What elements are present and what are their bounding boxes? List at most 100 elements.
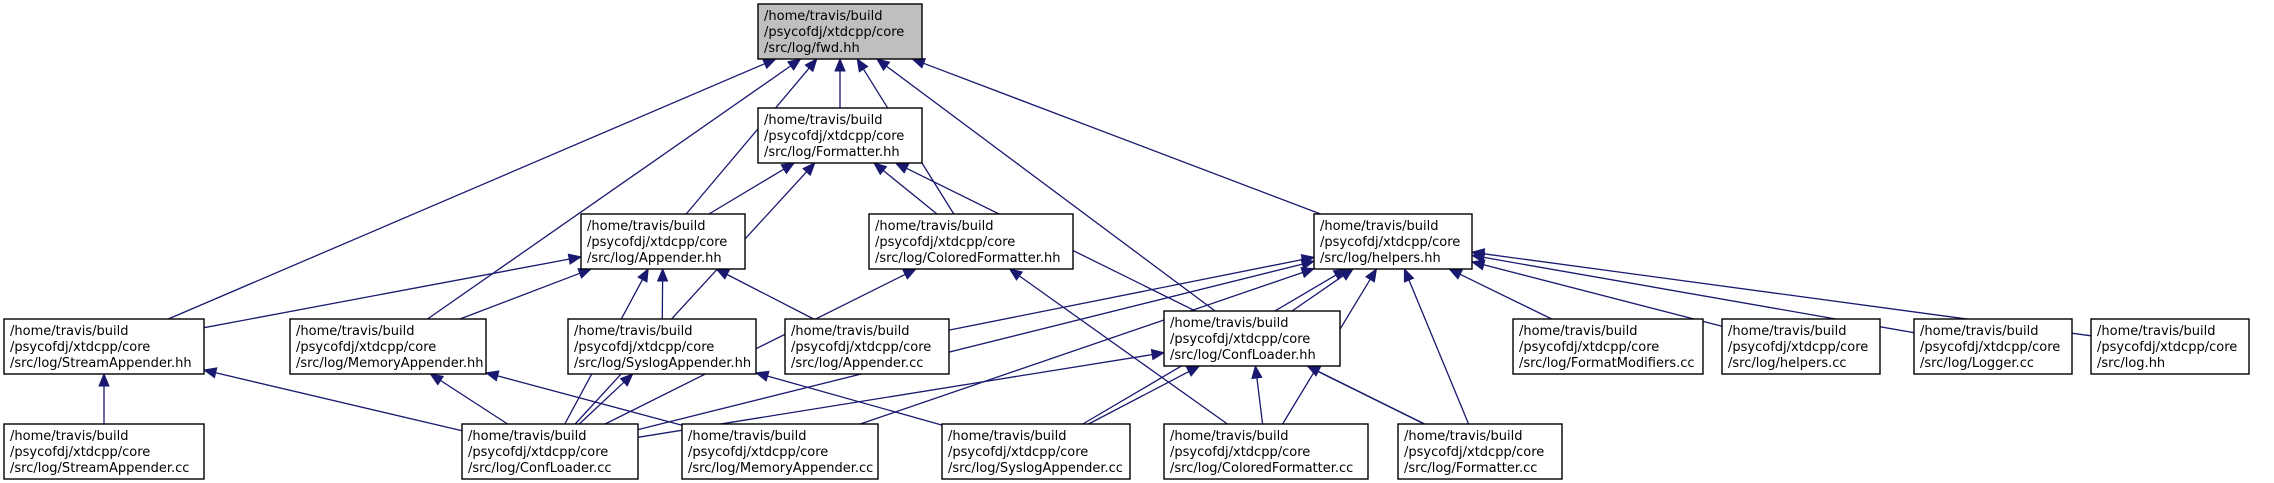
node-box [1163, 310, 1341, 367]
edge-line [767, 375, 943, 426]
edge-line [1256, 377, 1264, 425]
edge-arrowhead [429, 373, 445, 386]
edge-confloader_cc-to-stream_hh [202, 367, 463, 432]
node-path-prefix: /psycofdj/xtdcpp/core [10, 340, 150, 355]
node-formatter-cc[interactable]: /home/travis/build/psycofdj/xtdcpp/core/… [1397, 423, 1563, 480]
node-path-prefix: /psycofdj/xtdcpp/core [1320, 235, 1460, 250]
edge-line [685, 67, 810, 215]
node-memory-cc[interactable]: /home/travis/build/psycofdj/xtdcpp/core/… [681, 423, 879, 480]
node-confloader-cc[interactable]: /home/travis/build/psycofdj/xtdcpp/core/… [461, 423, 639, 480]
edge-helpers_cc-to-helpers_hh [1470, 259, 1723, 327]
edge-colored_cc-to-colored_hh [1008, 268, 1228, 425]
edge-line [427, 65, 792, 320]
node-path-prefix: /psycofdj/xtdcpp/core [1404, 445, 1544, 460]
node-layer: /home/travis/build/psycofdj/xtdcpp/core/… [3, 3, 2250, 480]
node-path-prefix: /psycofdj/xtdcpp/core [574, 340, 714, 355]
node-box [461, 423, 639, 480]
node-path-prefix: /home/travis/build [688, 429, 806, 444]
edge-arrowhead [1300, 258, 1316, 270]
node-logger-cc[interactable]: /home/travis/build/psycofdj/xtdcpp/core/… [1913, 318, 2073, 375]
node-box [289, 318, 487, 375]
edge-line [726, 273, 814, 320]
node-appender-cc[interactable]: /home/travis/build/psycofdj/xtdcpp/core/… [784, 318, 950, 375]
node-file-name: /src/log/Formatter.hh [764, 145, 900, 160]
node-path-prefix: /home/travis/build [1728, 324, 1846, 339]
edge-arrowhead [1448, 268, 1464, 280]
node-path-prefix: /home/travis/build [468, 429, 586, 444]
node-box [1721, 318, 1881, 375]
edge-arrowhead [98, 372, 110, 387]
edge-arrowhead [894, 162, 910, 174]
node-box [1397, 423, 1563, 480]
edge-arrowhead [1150, 348, 1166, 361]
node-path-prefix: /psycofdj/xtdcpp/core [587, 235, 727, 250]
edge-confloader_cc-to-helpers_hh [637, 258, 1316, 431]
edge-confloader_cc-to-memory_hh [429, 373, 508, 425]
edge-appender_hh-to-formatter_hh [708, 162, 796, 215]
edge-arrowhead [577, 268, 593, 279]
node-log-hh[interactable]: /home/travis/build/psycofdj/xtdcpp/core/… [2090, 318, 2250, 375]
edge-arrowhead [872, 162, 888, 176]
node-file-name: /src/log.hh [2097, 356, 2165, 371]
edge-arrowhead [1403, 267, 1415, 283]
edge-arrowhead [202, 367, 218, 379]
node-formatter-hh[interactable]: /home/travis/build/psycofdj/xtdcpp/core/… [757, 107, 923, 164]
node-fwd[interactable]: /home/travis/build/psycofdj/xtdcpp/core/… [757, 3, 923, 60]
edge-arrowhead [856, 57, 869, 73]
node-file-name: /src/log/ConfLoader.hh [1170, 348, 1316, 363]
node-path-prefix: /home/travis/build [587, 219, 705, 234]
edge-confloader_cc-to-syslog_hh [578, 373, 634, 425]
edge-formatter_hh-to-fwd [834, 57, 846, 108]
node-stream-hh[interactable]: /home/travis/build/psycofdj/xtdcpp/core/… [3, 318, 205, 375]
edge-line [440, 379, 508, 425]
edge-confloader_hh-to-fwd [875, 58, 1216, 312]
node-path-prefix: /psycofdj/xtdcpp/core [791, 340, 931, 355]
node-box [784, 318, 950, 375]
node-colored-cc[interactable]: /home/travis/build/psycofdj/xtdcpp/core/… [1163, 423, 1369, 480]
node-helpers-cc[interactable]: /home/travis/build/psycofdj/xtdcpp/core/… [1721, 318, 1881, 375]
edge-line [1408, 279, 1470, 425]
edge-colored_cc-to-confloader_hh [1251, 364, 1264, 425]
node-path-prefix: /home/travis/build [296, 324, 414, 339]
node-path-prefix: /home/travis/build [1170, 429, 1288, 444]
edge-arrowhead [619, 373, 634, 387]
edge-arrowhead [911, 58, 927, 69]
edge-confloader_hh-to-helpers_hh [1291, 268, 1355, 312]
node-helpers-hh[interactable]: /home/travis/build/psycofdj/xtdcpp/core/… [1313, 213, 1473, 270]
node-file-name: /src/log/Formatter.cc [1404, 461, 1537, 476]
node-memory-hh[interactable]: /home/travis/build/psycofdj/xtdcpp/core/… [289, 318, 487, 375]
edge-arrowhead [780, 162, 796, 175]
node-box [1512, 318, 1704, 375]
edge-line [1459, 273, 1552, 320]
node-file-name: /src/log/Logger.cc [1920, 356, 2034, 371]
edge-line [497, 375, 683, 426]
node-path-prefix: /psycofdj/xtdcpp/core [1170, 332, 1310, 347]
node-path-prefix: /psycofdj/xtdcpp/core [1728, 340, 1868, 355]
node-file-name: /src/log/MemoryAppender.hh [296, 356, 483, 371]
edge-line [1317, 370, 1425, 425]
edge-line [574, 171, 808, 425]
node-confloader-hh[interactable]: /home/travis/build/psycofdj/xtdcpp/core/… [1163, 310, 1341, 367]
edge-syslog_cc-to-confloader_hh [1088, 365, 1201, 425]
edge-line [860, 271, 1303, 425]
edge-line [882, 169, 938, 215]
node-box [3, 318, 205, 375]
node-box [1163, 423, 1369, 480]
node-stream-cc[interactable]: /home/travis/build/psycofdj/xtdcpp/core/… [3, 423, 205, 480]
edge-line [886, 65, 1216, 312]
edge-arrowhead [1008, 268, 1024, 281]
node-path-prefix: /home/travis/build [1170, 316, 1288, 331]
node-path-prefix: /psycofdj/xtdcpp/core [1920, 340, 2060, 355]
node-colored-hh[interactable]: /home/travis/build/psycofdj/xtdcpp/core/… [868, 213, 1074, 270]
node-appender-hh[interactable]: /home/travis/build/psycofdj/xtdcpp/core/… [580, 213, 746, 270]
node-file-name: /src/log/SyslogAppender.cc [948, 461, 1123, 476]
edge-line [1483, 264, 1723, 327]
node-syslog-hh[interactable]: /home/travis/build/psycofdj/xtdcpp/core/… [567, 318, 757, 375]
node-file-name: /src/log/ConfLoader.cc [468, 461, 612, 476]
edge-arrowhead [656, 267, 669, 282]
edge-arrowhead [1470, 259, 1486, 271]
node-path-prefix: /home/travis/build [1320, 219, 1438, 234]
node-formatmods-cc[interactable]: /home/travis/build/psycofdj/xtdcpp/core/… [1512, 318, 1704, 375]
node-syslog-cc[interactable]: /home/travis/build/psycofdj/xtdcpp/core/… [941, 423, 1131, 480]
edge-arrowhead [1306, 365, 1322, 377]
